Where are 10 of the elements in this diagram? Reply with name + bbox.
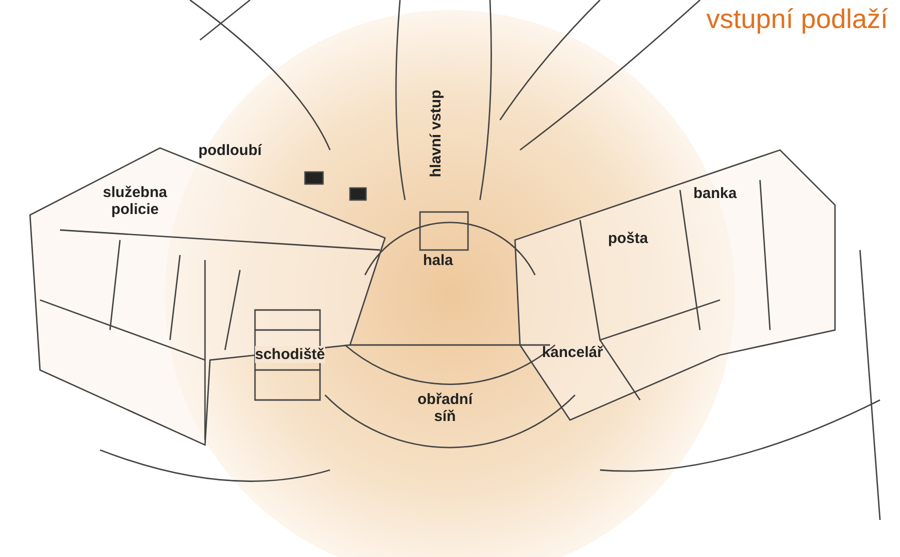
room-label: pošta <box>606 230 649 247</box>
plan-title: vstupní podlaží <box>706 4 888 35</box>
room-label: kancelář <box>541 344 604 361</box>
room-label: hala <box>422 252 454 269</box>
room-label: podloubí <box>197 142 263 159</box>
room-label: obřadní síň <box>416 391 474 425</box>
room-label: hlavní vstup <box>428 88 444 180</box>
room-label: schodiště <box>255 346 325 363</box>
room-label: banka <box>692 185 738 202</box>
room-label: služebna policie <box>102 184 168 218</box>
